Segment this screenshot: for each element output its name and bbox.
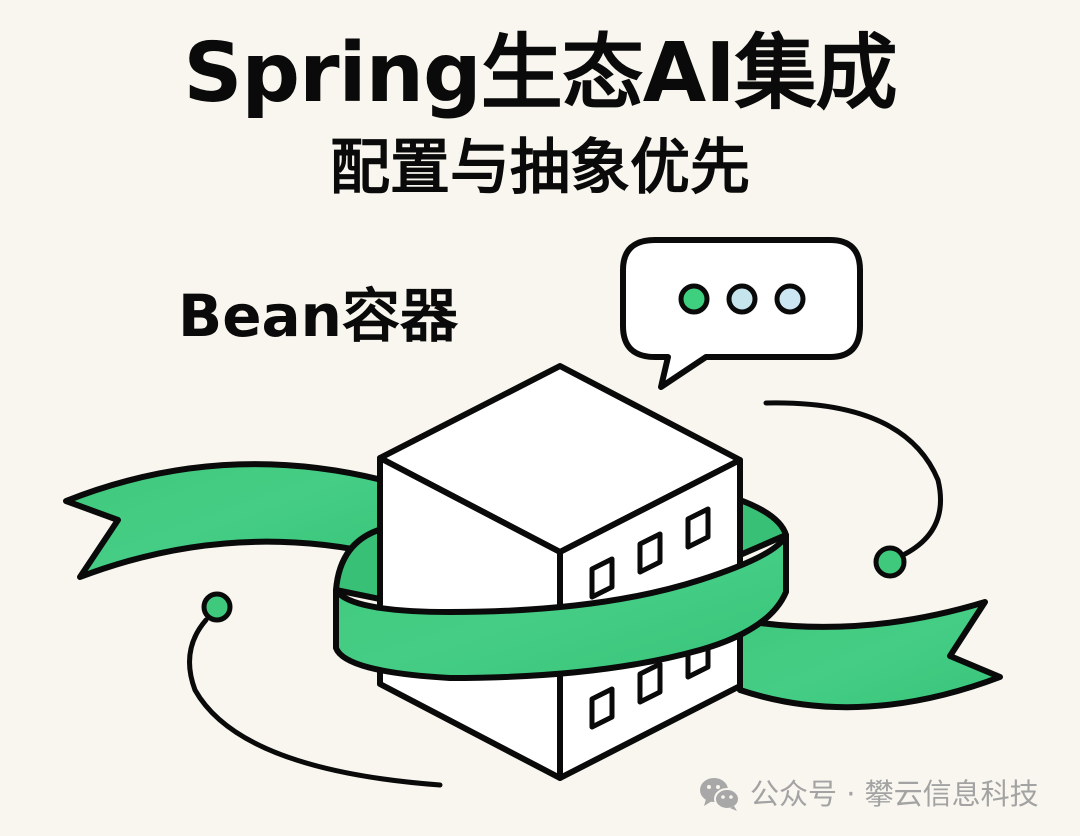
bean-container-label: Bean容器 [178, 282, 458, 350]
watermark-text: 公众号 · 攀云信息科技 [750, 777, 1039, 811]
bean-container-cube-icon [377, 363, 743, 781]
window-icons-upper [589, 506, 711, 600]
orbit-arc-right-icon [763, 400, 944, 579]
page-subtitle: 配置与抽象优先 [330, 133, 750, 203]
typing-dot-2 [726, 283, 758, 315]
page-title: Spring生态AI集成 [183, 26, 897, 121]
typing-dot-3 [774, 283, 806, 315]
ribbon-front-band [333, 532, 789, 681]
speech-bubble-icon [620, 237, 863, 390]
wechat-icon [698, 775, 742, 813]
typing-dot-1 [678, 283, 710, 315]
ribbon-tail-left [63, 461, 385, 580]
watermark: 公众号 · 攀云信息科技 [698, 772, 1039, 816]
ribbon-tail-right [737, 599, 1003, 711]
orbit-arc-left-icon [187, 591, 443, 788]
